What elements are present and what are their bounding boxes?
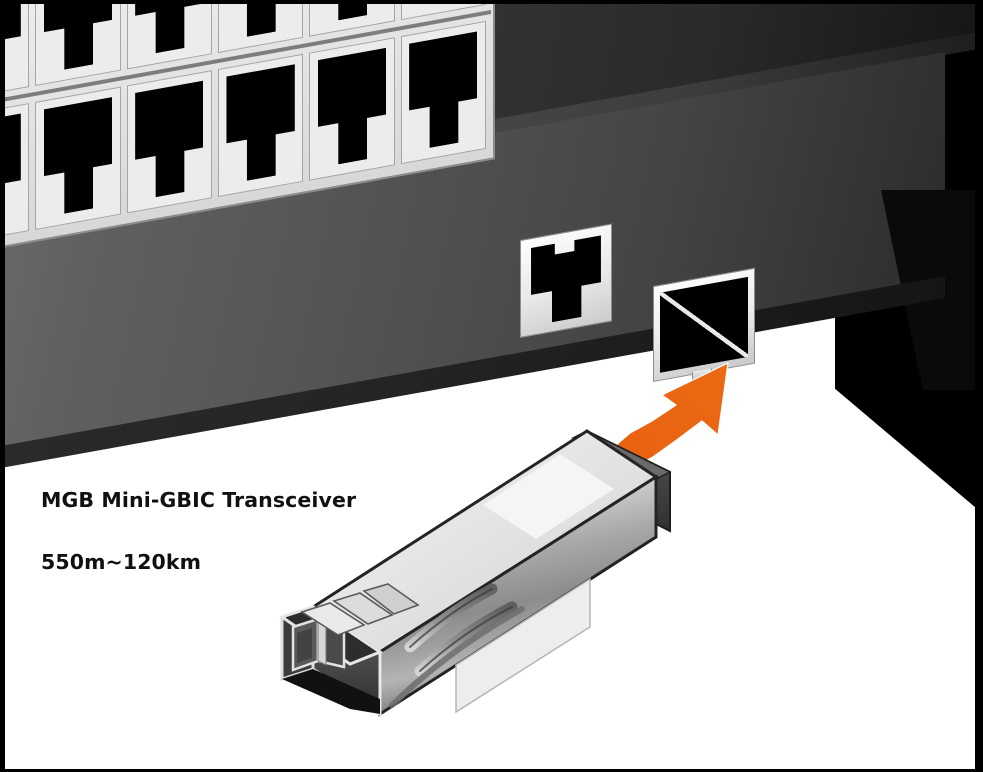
caption-line-1: MGB Mini-GBIC Transceiver: [41, 488, 357, 513]
rj45-port[interactable]: [217, 53, 304, 198]
rj45-port-icon: [226, 4, 294, 40]
sfp-transceiver-module[interactable]: [260, 409, 690, 739]
caption-line-2: 550m~120km: [41, 550, 202, 575]
module-caption: MGB Mini-GBIC Transceiver 550m~120km: [41, 454, 481, 610]
rj45-port-icon: [44, 4, 112, 73]
rj45-port[interactable]: [35, 86, 121, 230]
rj45-uplink-port[interactable]: [520, 223, 612, 338]
rj45-port[interactable]: [5, 4, 30, 103]
rj45-port-icon: [318, 4, 386, 24]
rj45-port-icon: [5, 4, 21, 90]
sfp-side-face: [311, 474, 658, 717]
illustration-canvas: MGB Mini-GBIC Transceiver 550m~120km: [5, 4, 975, 769]
rj45-port[interactable]: [5, 103, 30, 247]
rj45-port[interactable]: [309, 37, 395, 181]
rj45-port-icon: [135, 4, 203, 57]
rj45-port-icon: [44, 97, 112, 218]
rj45-port-icon: [226, 64, 294, 185]
rj45-port-icon: [409, 4, 477, 8]
rj45-port-icon: [318, 47, 386, 168]
rj45-port-icon: [5, 113, 21, 234]
rj45-port[interactable]: [126, 70, 212, 214]
rj45-port-icon: [135, 80, 203, 201]
rj45-port-icon: [409, 31, 477, 152]
insertion-direction-arrow: [592, 362, 729, 470]
rj45-port[interactable]: [400, 20, 486, 165]
sfp-lc-connector-cage: [278, 583, 420, 717]
